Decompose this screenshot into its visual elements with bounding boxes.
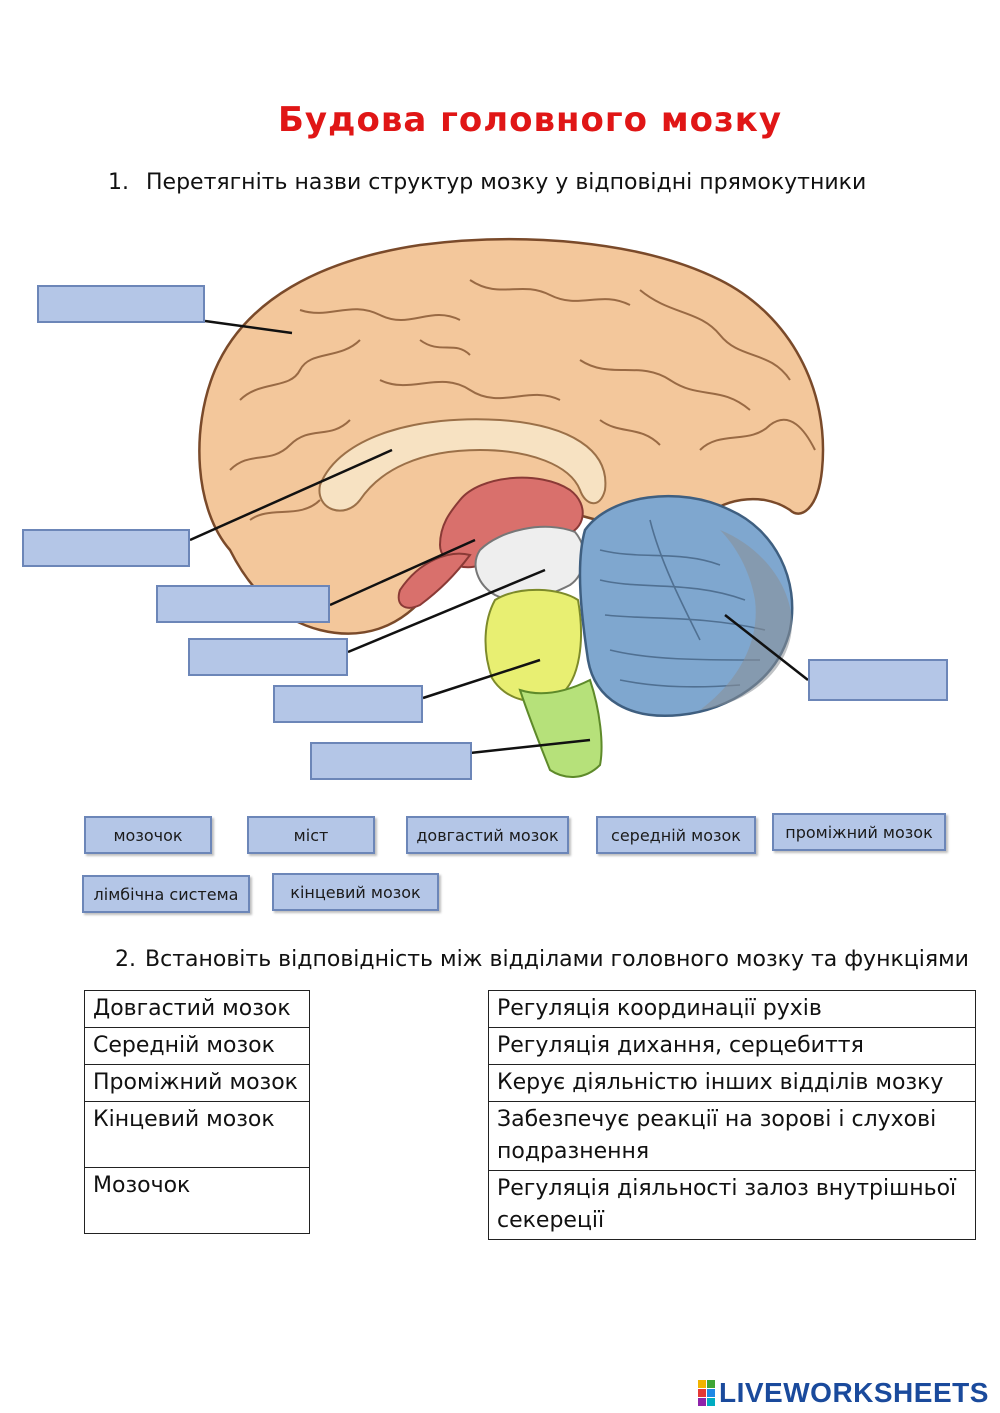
brain-parts-table: Довгастий мозок Середній мозок Проміжний… <box>84 990 310 1234</box>
leader-lines <box>189 319 809 755</box>
task-1-number: 1. <box>108 170 129 195</box>
word-chip-promizhnyi-mozok[interactable]: проміжний мозок <box>772 813 946 851</box>
pons-shape <box>484 588 582 703</box>
drop-box-3[interactable] <box>156 585 330 623</box>
drop-box-7[interactable] <box>808 659 948 701</box>
corpus-callosum-shape <box>318 418 607 512</box>
word-chip-mist[interactable]: міст <box>247 816 375 854</box>
task-2-instruction: 2. Встановіть відповідність між відділами… <box>115 947 969 972</box>
word-chip-kintsevyi-mozok[interactable]: кінцевий мозок <box>272 873 439 911</box>
word-chip-dovhastyi-mozok[interactable]: довгастий мозок <box>406 816 569 854</box>
function-cell[interactable]: Керує діяльністю інших відділів мозку <box>488 1064 976 1102</box>
drop-box-2[interactable] <box>22 529 190 567</box>
liveworksheets-logo: LIVEWORKSHEETS <box>698 1376 989 1410</box>
medulla-shape <box>518 678 603 778</box>
cerebellum-folia <box>599 519 766 688</box>
word-chip-limbichna-systema[interactable]: лімбічна система <box>82 875 250 913</box>
brain-diagram <box>189 238 825 778</box>
logo-text: LIVEWORKSHEETS <box>719 1377 989 1408</box>
brain-part-cell[interactable]: Середній мозок <box>84 1027 310 1065</box>
task-2-number: 2. <box>115 947 136 972</box>
function-cell[interactable]: Забезпечує реакції на зорові і слухові п… <box>488 1101 976 1171</box>
midbrain-shape <box>474 525 586 601</box>
cortex-gyri <box>229 279 816 521</box>
liveworksheets-logo-mark <box>698 1380 715 1406</box>
function-cell[interactable]: Регуляція координації рухів <box>488 990 976 1028</box>
drop-box-5[interactable] <box>273 685 423 723</box>
brain-part-cell[interactable]: Кінцевий мозок <box>84 1101 310 1168</box>
function-cell[interactable]: Регуляція дихання, серцебиття <box>488 1027 976 1065</box>
hypothalamus-shape <box>397 552 472 609</box>
task-1-instruction: 1. Перетягніть назви структур мозку у від… <box>108 170 866 195</box>
brain-part-cell[interactable]: Проміжний мозок <box>84 1064 310 1102</box>
word-chip-mozochok[interactable]: мозочок <box>84 816 212 854</box>
task-1-text: Перетягніть назви структур мозку у відпо… <box>146 170 867 195</box>
functions-table: Регуляція координації рухів Регуляція ди… <box>488 990 976 1240</box>
brain-part-cell[interactable]: Мозочок <box>84 1167 310 1234</box>
cerebellum-grey-part <box>700 530 792 710</box>
word-chip-serednii-mozok[interactable]: середній мозок <box>596 816 756 854</box>
drop-box-6[interactable] <box>310 742 472 780</box>
brain-part-cell[interactable]: Довгастий мозок <box>84 990 310 1028</box>
drop-box-4[interactable] <box>188 638 348 676</box>
function-cell[interactable]: Регуляція діяльності залоз внутрішньої с… <box>488 1170 976 1240</box>
task-2-text: Встановіть відповідність між відділами г… <box>145 947 969 972</box>
page-title: Будова головного мозку <box>277 100 783 140</box>
drop-box-1[interactable] <box>37 285 205 323</box>
